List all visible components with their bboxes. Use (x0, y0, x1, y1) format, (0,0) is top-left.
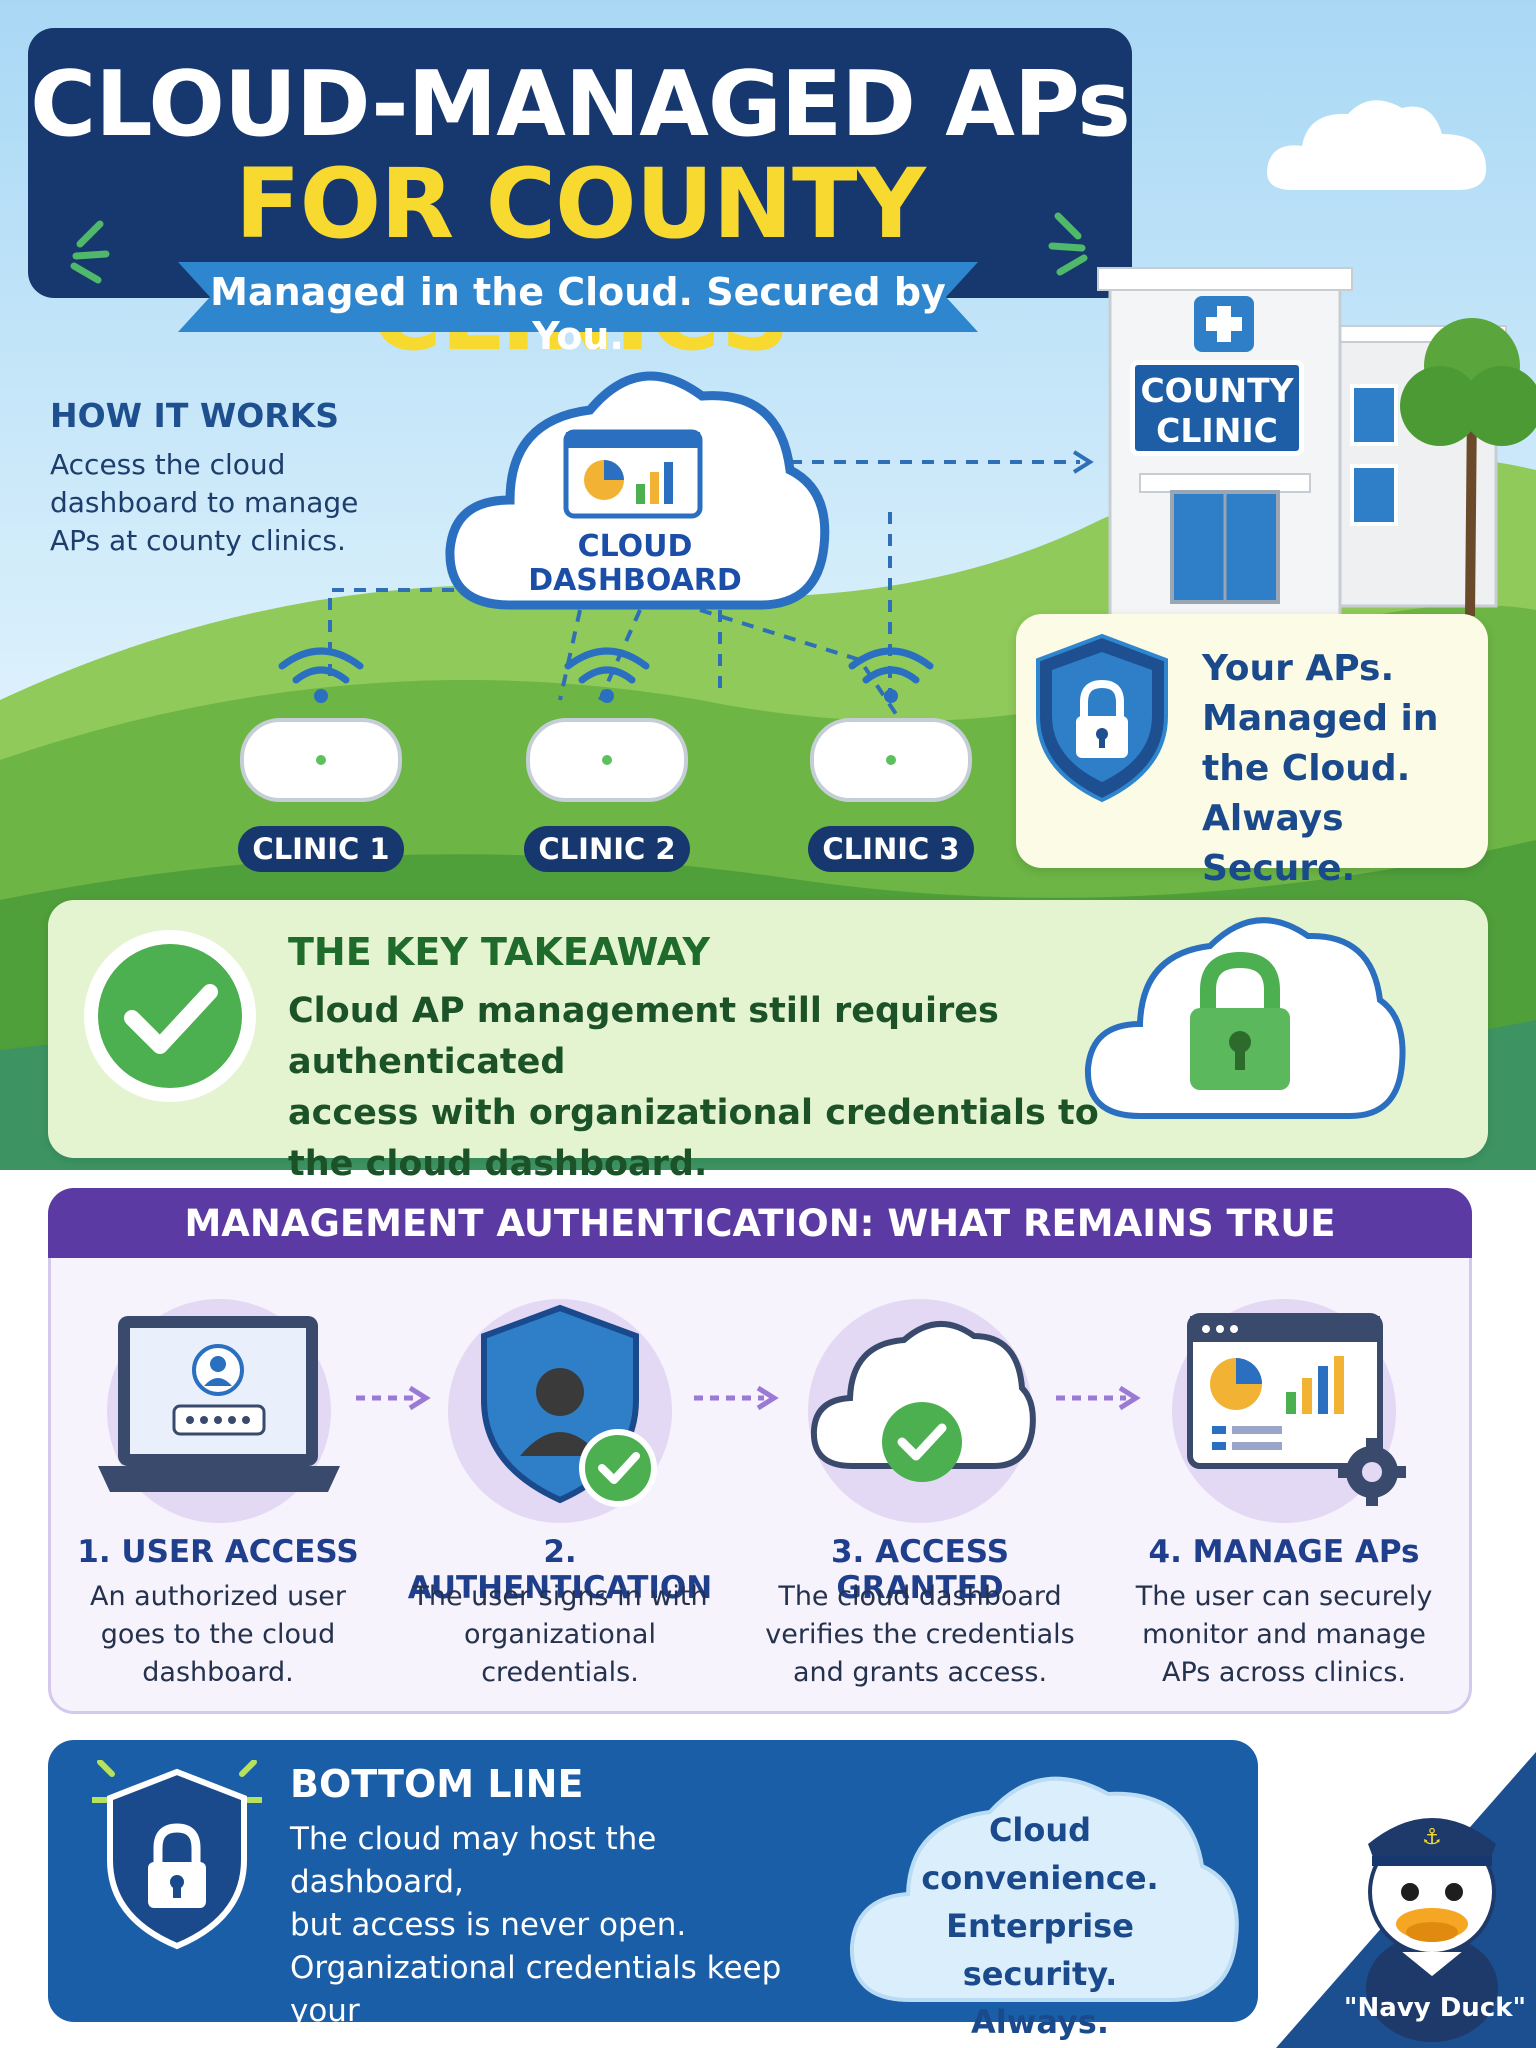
check-circle-icon (84, 930, 256, 1102)
tagline: Managed in the Cloud. Secured by You. (210, 270, 946, 358)
step-line: and grants access. (792, 1657, 1048, 1688)
navy-duck-mascot-icon: ⚓ (1276, 1752, 1536, 2048)
bottom-line-line: network management secure. (290, 2033, 830, 2048)
bottom-cloud-line: Always. (971, 2003, 1109, 2041)
key-takeaway-line: the cloud dashboard. (288, 1144, 708, 1184)
title-banner (28, 28, 1132, 298)
step-title: 4. MANAGE APs (1148, 1534, 1420, 1570)
step-body: The user can securely monitor and manage… (1124, 1578, 1444, 1692)
clinic-label: CLINIC 2 (524, 826, 690, 872)
cloud-dashboard-label: CLOUD DASHBOARD (520, 530, 750, 598)
management-heading: MANAGEMENT AUTHENTICATION: WHAT REMAINS … (184, 1202, 1336, 1245)
access-point-icon (526, 647, 688, 802)
bottom-cloud-text: Cloud convenience. Enterprise security. … (880, 1806, 1200, 2046)
step-line: APs across clinics. (1161, 1657, 1406, 1688)
shield-lock-icon (92, 1760, 262, 1950)
sparkle-left-icon (70, 220, 110, 284)
how-it-works-title: HOW IT WORKS (50, 396, 340, 435)
step-title: 3. ACCESS GRANTED (830, 1534, 1010, 1606)
management-header (48, 1188, 1472, 1258)
key-takeaway-body: Cloud AP management still requires authe… (288, 986, 1108, 1190)
sparkle-right-icon (1048, 212, 1088, 276)
step-line: credentials. (481, 1657, 639, 1688)
clinic-label: CLINIC 1 (238, 826, 404, 872)
access-point-icon (240, 647, 402, 802)
shield-lock-icon (1036, 633, 1168, 803)
svg-text:⚓: ⚓ (1422, 1825, 1442, 1850)
cloud-dashboard-icon (445, 371, 830, 610)
county-clinic-sign: COUNTY CLINIC (1130, 360, 1304, 456)
bottom-line-line: Organizational credentials keep your (290, 1950, 782, 2029)
how-it-works-body: Access the cloud dashboard to manage APs… (50, 448, 359, 557)
step-body: An authorized user goes to the cloud das… (58, 1578, 378, 1692)
key-takeaway-line: Cloud AP management still requires authe… (288, 991, 999, 1082)
secure-line: Always Secure. (1202, 798, 1356, 889)
title-line1: CLOUD-MANAGED APs (30, 52, 1131, 157)
step-line: verifies the credentials (765, 1619, 1075, 1650)
step-line: The cloud dashboard (778, 1581, 1062, 1612)
tagline-ribbon (178, 262, 978, 332)
step-line: goes to the cloud (100, 1619, 336, 1650)
access-point-icon (810, 647, 972, 802)
cloud-label-line2: DASHBOARD (528, 563, 742, 598)
secure-callout-text: Your APs. Managed in the Cloud. Always S… (1202, 644, 1482, 894)
secure-line: the Cloud. (1202, 748, 1411, 789)
step-line: dashboard. (142, 1657, 294, 1688)
mascot-caption: "Navy Duck" (1343, 1993, 1527, 2023)
cloud-lock-icon (1084, 917, 1406, 1119)
sign-line1: COUNTY (1140, 371, 1294, 410)
bottom-cloud-line: Cloud convenience. (921, 1811, 1159, 1897)
step-title: 1. USER ACCESS (77, 1534, 359, 1570)
clinic-label: CLINIC 3 (808, 826, 974, 872)
sky-cloud-icon (1267, 100, 1487, 190)
step-line: An authorized user (89, 1581, 347, 1612)
step-title: 2. AUTHENTICATION (407, 1534, 713, 1606)
dashboard-gear-icon (1172, 1299, 1406, 1523)
laptop-login-icon (98, 1299, 340, 1523)
cloud-check-icon (808, 1299, 1036, 1523)
step-line: The user can securely (1135, 1581, 1433, 1612)
arrow-right-icon (356, 1385, 431, 1411)
cloud-label-line1: CLOUD (577, 529, 693, 564)
step-body: The cloud dashboard verifies the credent… (760, 1578, 1080, 1692)
bottom-line-body: The cloud may host the dashboard, but ac… (290, 1818, 830, 2048)
secure-line: Your APs. (1202, 648, 1395, 689)
bottom-line-line: The cloud may host the dashboard, (290, 1821, 657, 1900)
sign-line2: CLINIC (1156, 411, 1278, 450)
arrow-right-icon (694, 1385, 779, 1411)
step-body: The user signs in with organizational cr… (400, 1578, 720, 1692)
secure-line: Managed in (1202, 698, 1439, 739)
shield-user-icon (448, 1299, 672, 1523)
step-line: organizational (464, 1619, 656, 1650)
step-line: The user signs in with (412, 1581, 708, 1612)
bottom-cloud-line: Enterprise security. (946, 1907, 1134, 1993)
bottom-line-line: but access is never open. (290, 1907, 687, 1943)
arrow-right-icon (1056, 1385, 1141, 1411)
step-line: monitor and manage (1142, 1619, 1426, 1650)
key-takeaway-title: THE KEY TAKEAWAY (288, 930, 711, 974)
bottom-line-title: BOTTOM LINE (290, 1762, 584, 1806)
key-takeaway-line: access with organizational credentials t… (288, 1093, 1099, 1133)
bottom-cloud-icon (849, 1776, 1239, 2002)
